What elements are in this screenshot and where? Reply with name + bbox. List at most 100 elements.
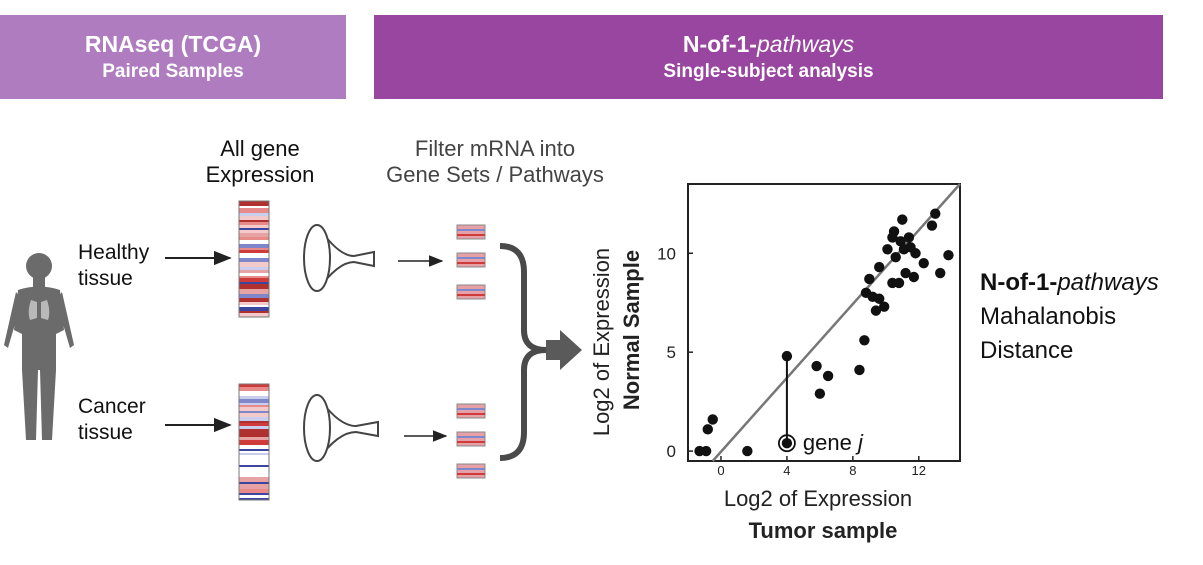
heatmap-stripe — [239, 489, 269, 493]
data-point — [874, 293, 885, 304]
heatmap-stripe — [239, 477, 269, 482]
all-gene-expression-label: All gene Expression — [180, 136, 340, 188]
data-point — [930, 208, 941, 219]
banner-n-of-1-title: N-of-1-pathways — [374, 29, 1163, 59]
data-point — [854, 364, 865, 376]
data-point — [910, 248, 921, 259]
cancer-expression-heatmap — [238, 383, 270, 501]
data-point — [814, 388, 826, 399]
result-label: N-of-1-pathways Mahalanobis Distance — [980, 266, 1159, 368]
heatmap-stripe — [239, 391, 269, 396]
heatmap-stripe — [239, 423, 269, 426]
data-point — [702, 424, 713, 435]
data-point — [859, 335, 870, 346]
gene-set-boxes — [456, 224, 486, 479]
result-title-italic: pathways — [1057, 269, 1159, 296]
heatmap-stripe — [239, 495, 269, 498]
heatmap-stripe — [239, 282, 269, 284]
gene-set-box — [456, 463, 486, 479]
heatmap-stripe — [239, 270, 269, 273]
heatmap-stripe — [239, 387, 269, 391]
banner-n-of-1: N-of-1-pathways Single-subject analysis — [374, 15, 1163, 99]
data-point — [900, 267, 911, 279]
heatmap-stripe — [239, 220, 269, 222]
x-tick-label: 8 — [849, 463, 856, 478]
plot-frame — [687, 183, 961, 462]
heatmap-stripe — [239, 407, 269, 411]
data-point — [895, 236, 906, 247]
banner-title-italic: pathways — [756, 31, 855, 57]
y-axis-label-bold: Normal Sample — [619, 250, 644, 410]
all-gene-line1: All gene — [220, 136, 300, 161]
y-axis-label: Log2 of Expression — [589, 248, 614, 436]
banner-n-of-1-subtitle: Single-subject analysis — [663, 61, 874, 82]
data-point — [822, 370, 834, 382]
human-body-icon — [4, 253, 74, 440]
heatmap-stripe — [239, 228, 269, 230]
heatmap-stripe — [239, 222, 269, 225]
heatmap-stripe — [239, 313, 269, 317]
cancer-line1: Cancer — [78, 395, 146, 418]
data-point — [890, 252, 901, 263]
banner-rnaseq: RNAseq (TCGA) Paired Samples — [0, 15, 346, 99]
data-point — [811, 360, 822, 372]
heatmap-stripe — [239, 429, 269, 433]
x-axis-label-bold: Tumor sample — [749, 518, 898, 543]
gene-set-box — [456, 284, 486, 300]
data-point — [897, 214, 908, 225]
heatmap-stripe — [239, 445, 269, 449]
data-point — [943, 250, 954, 261]
data-point — [864, 273, 875, 285]
data-point — [888, 226, 900, 237]
heatmap-stripe — [239, 493, 269, 495]
heatmap-stripe — [239, 208, 269, 213]
x-axis-label: Log2 of Expression — [724, 486, 912, 511]
heatmap-stripe — [239, 258, 269, 262]
data-point — [882, 244, 893, 255]
data-point — [707, 414, 718, 425]
heatmap-stripe — [239, 213, 269, 216]
healthy-tissue-label: Healthy tissue — [78, 240, 149, 292]
healthy-line1: Healthy — [78, 241, 150, 264]
heatmap-stripe — [239, 460, 269, 465]
heatmap-stripe — [239, 267, 269, 270]
heatmap-stripe — [239, 216, 269, 220]
heatmap-stripe — [239, 276, 269, 278]
heatmap-stripe — [239, 237, 269, 240]
x-tick-label: 4 — [783, 463, 790, 478]
heatmap-stripe — [239, 498, 269, 500]
all-gene-line2: Expression — [205, 162, 315, 187]
heatmap-stripe — [239, 206, 269, 208]
heatmap-stripe — [239, 437, 269, 440]
bracket-icon — [499, 243, 547, 461]
banner-title-main: N-of-1- — [682, 31, 757, 57]
filter-label: Filter mRNA into Gene Sets / Pathways — [364, 136, 626, 188]
result-line1: Mahalanobis — [980, 303, 1117, 330]
heatmap-stripe — [239, 472, 269, 477]
heatmap-stripe — [239, 453, 269, 455]
heatmap-border — [238, 383, 270, 501]
gene-j-circle — [778, 434, 796, 453]
heatmap-stripe — [239, 294, 269, 298]
heatmap-stripe — [239, 449, 269, 451]
heatmap-stripe — [239, 399, 269, 403]
healthy-line2: tissue — [78, 267, 133, 290]
result-title-main: N-of-1- — [980, 269, 1058, 296]
heatmap-stripe — [239, 384, 269, 387]
data-point — [878, 301, 890, 312]
heatmap-stripe — [239, 426, 269, 429]
y-tick-label: 0 — [667, 442, 676, 461]
x-tick-label: 12 — [912, 463, 926, 478]
heatmap-stripe — [239, 289, 269, 294]
heatmap-stripe — [239, 484, 269, 489]
cancer-funnel-icon — [303, 394, 379, 462]
result-title: N-of-1-pathways — [980, 266, 1159, 300]
data-point — [781, 350, 793, 362]
heatmap-stripe — [239, 396, 269, 399]
heatmap-border — [238, 200, 270, 318]
heatmap-stripe — [239, 240, 269, 244]
result-line2: Distance — [980, 337, 1074, 364]
filter-line2: Gene Sets / Pathways — [386, 162, 604, 187]
